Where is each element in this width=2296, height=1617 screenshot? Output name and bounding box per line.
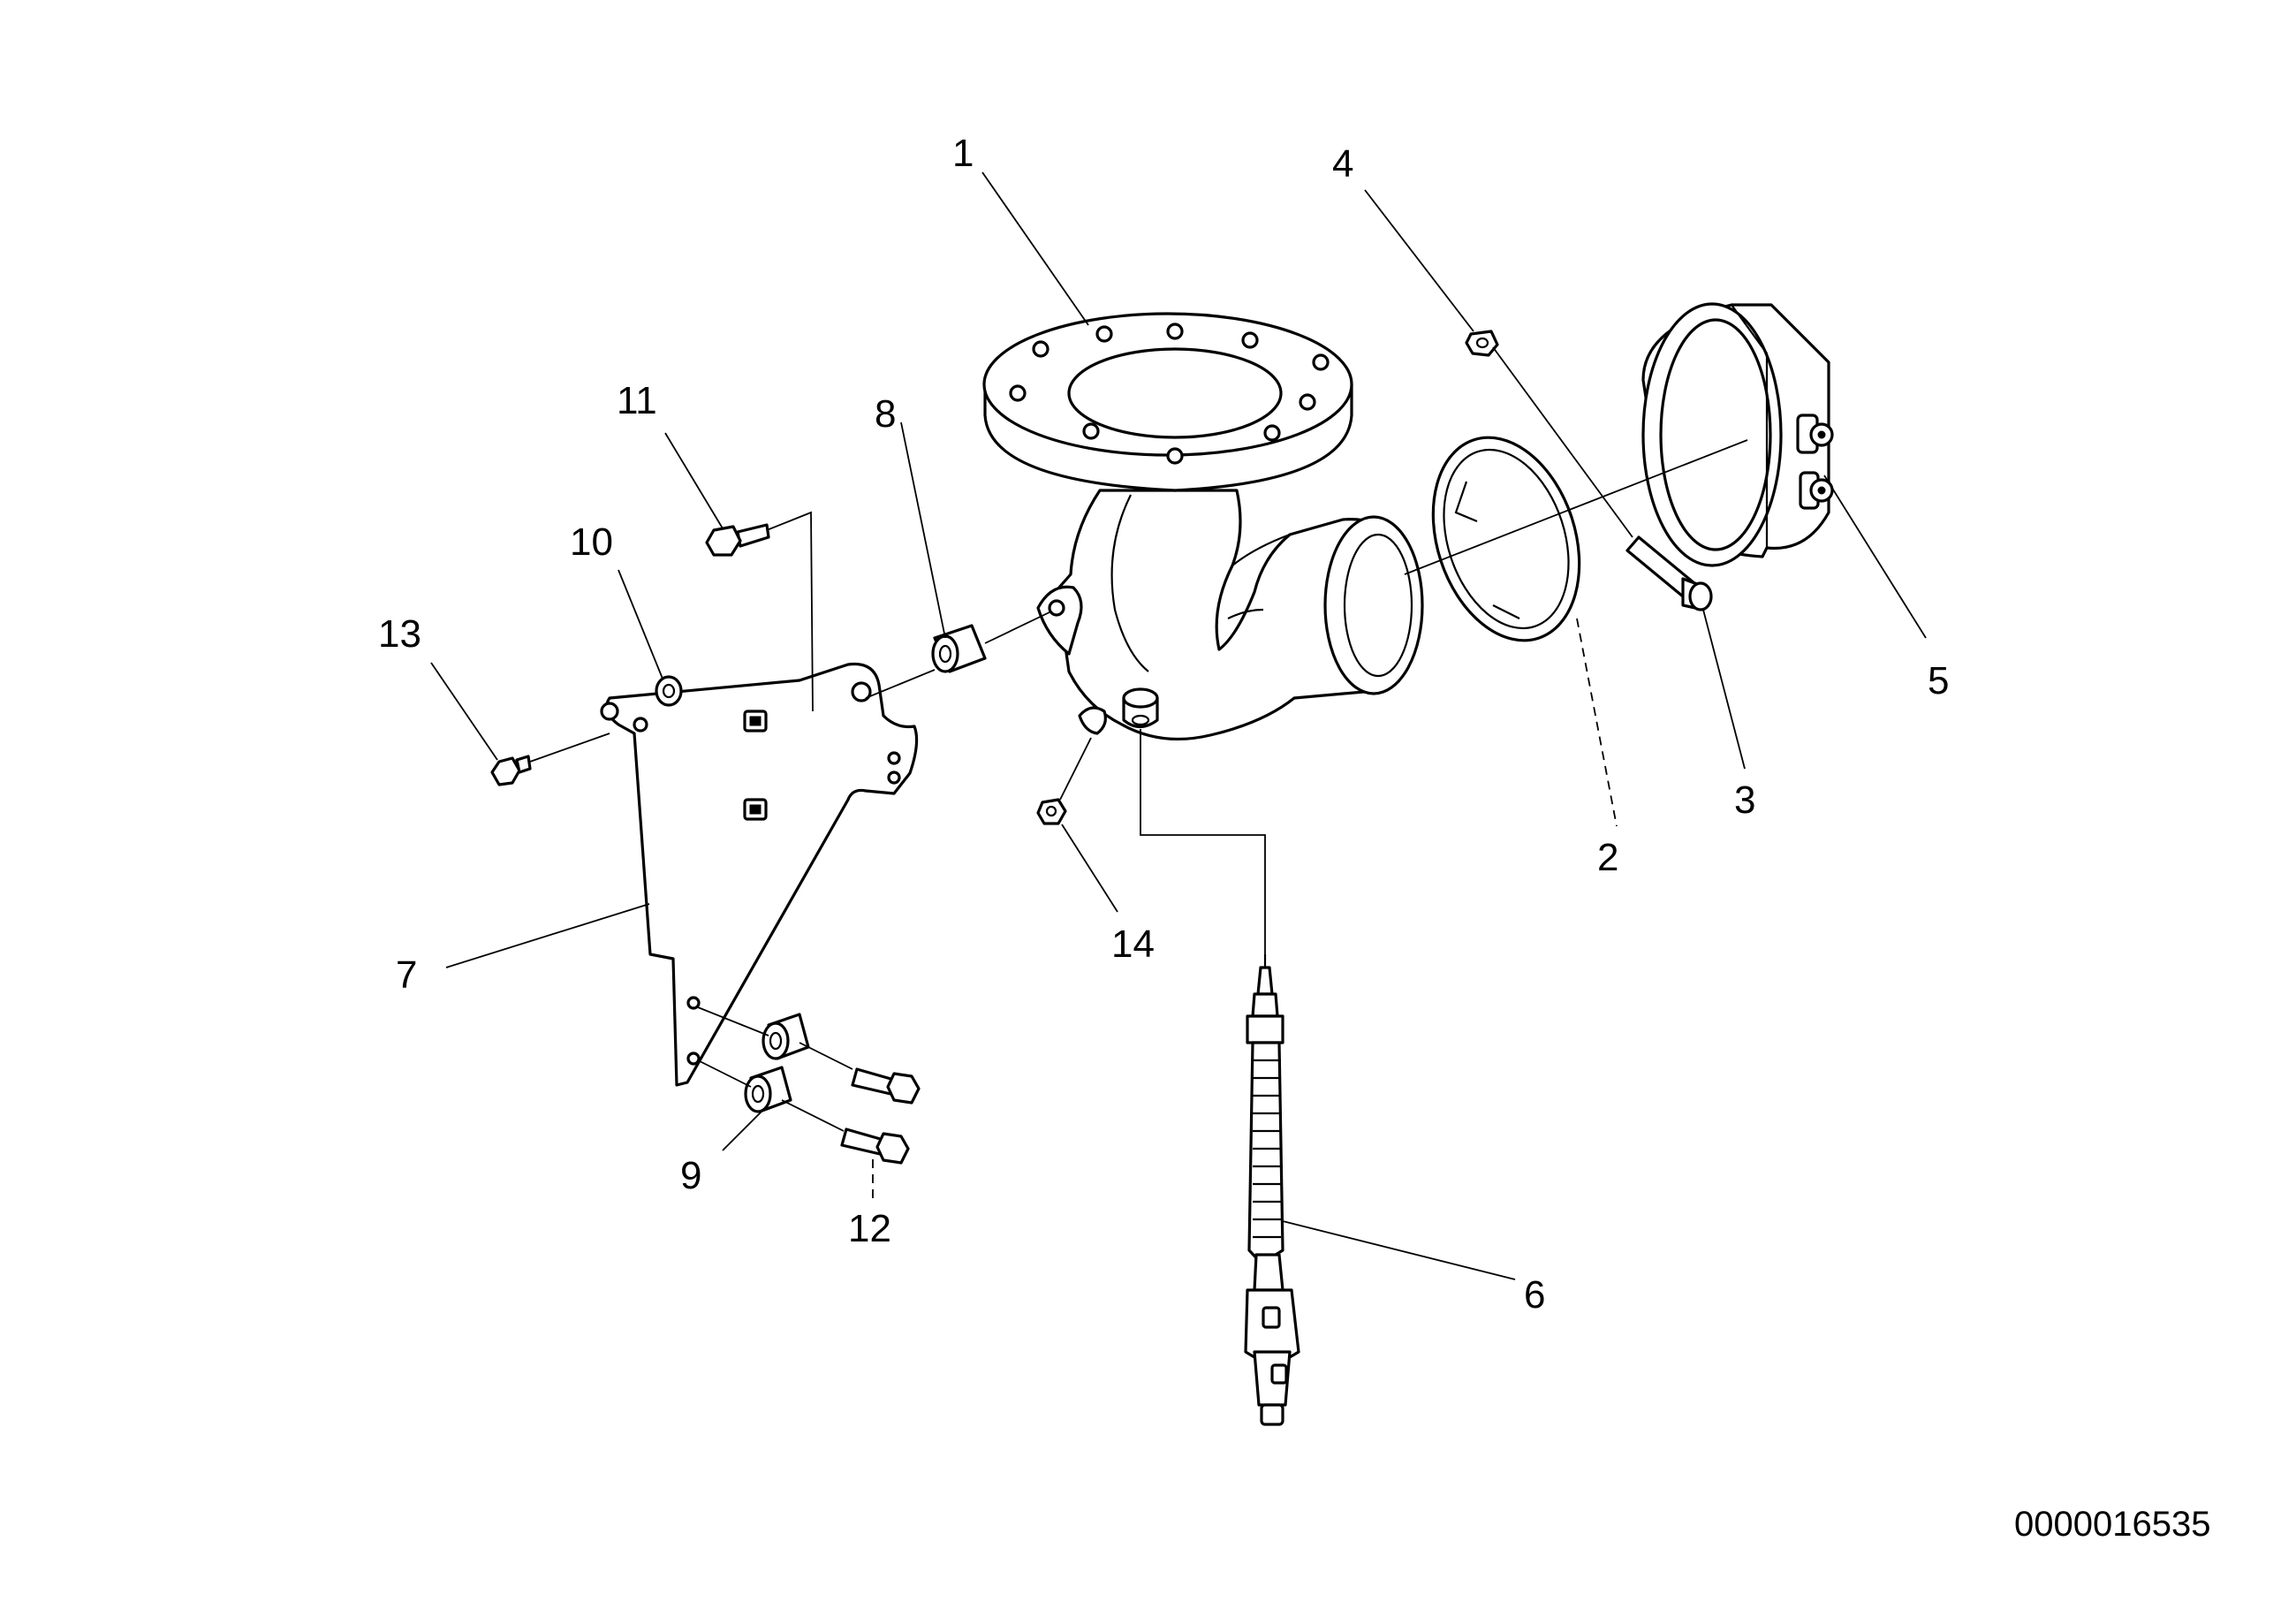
callout-5: 5 [1928,659,1949,702]
temperature-sensor [1244,954,1300,1426]
callout-11: 11 [617,379,657,422]
callout-9: 9 [680,1154,701,1197]
callout-8: 8 [875,392,896,436]
bolt-3 [1625,535,1713,611]
callout-6: 6 [1524,1273,1545,1317]
drawing-number: 0000016535 [2014,1505,2210,1544]
callout-14: 14 [1111,922,1155,966]
callout-leaders [430,171,1927,1280]
callout-13: 13 [378,612,421,656]
callout-numbers: 1 2 3 4 5 6 7 8 9 10 11 12 13 14 [378,132,1949,1317]
bolt-12-lower [840,1127,910,1165]
callout-1: 1 [952,132,974,175]
bolt-11 [705,523,770,557]
nut-14 [1036,798,1067,825]
flanged-elbow-pipe [982,312,1424,741]
spacer-8 [931,624,987,673]
bolt-12-upper [851,1067,921,1105]
callout-7: 7 [396,953,417,997]
assembly-lines [529,346,1748,1132]
callout-2: 2 [1597,836,1618,879]
callout-10: 10 [570,520,613,564]
callout-3: 3 [1734,778,1755,822]
bracket-plate [600,662,919,1087]
spacer-9-upper [762,1013,810,1060]
nut-4 [1465,330,1499,357]
washer-10 [655,675,683,707]
callout-12: 12 [848,1207,891,1250]
callout-4: 4 [1332,142,1353,186]
bolt-13 [490,755,532,786]
spacer-9-lower [744,1066,792,1113]
v-band-clamp [1641,302,1834,567]
gasket-ring [1431,436,1581,642]
